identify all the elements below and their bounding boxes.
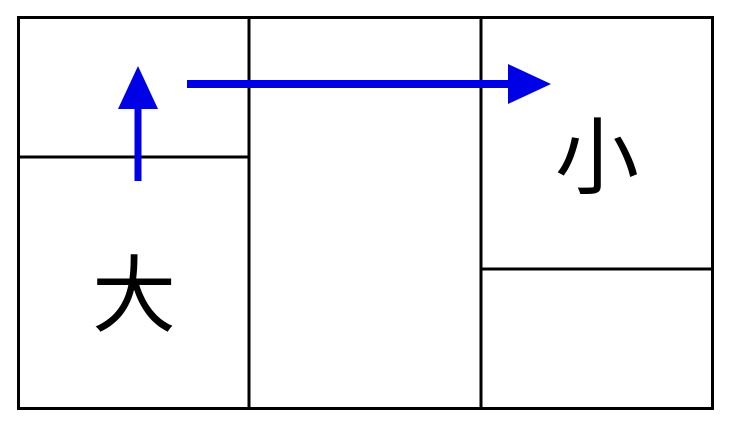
label-large: 大 [92, 247, 176, 345]
label-small: 小 [555, 109, 639, 207]
outer-frame [17, 16, 714, 410]
arrow-up-head-icon [118, 66, 158, 109]
arrow-right-head-icon [508, 64, 551, 104]
